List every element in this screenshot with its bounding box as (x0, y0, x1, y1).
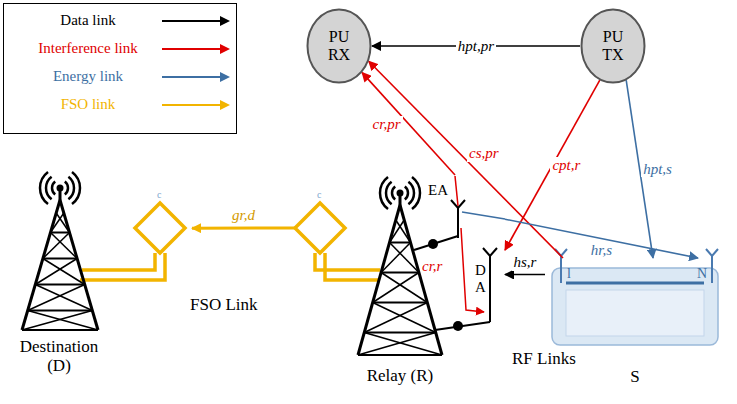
source-device (552, 249, 718, 345)
signal-arc (412, 177, 420, 209)
tower-stroke (22, 329, 98, 331)
link-line (369, 61, 563, 258)
tower-stroke (390, 220, 405, 243)
signal-arc (65, 182, 68, 195)
node-label: PU RX (322, 28, 356, 63)
link-label: hpt,pr (456, 38, 496, 55)
link-label: cpt,r (550, 157, 582, 174)
region-label: RF Links (512, 350, 576, 369)
link-line (505, 219, 698, 258)
signal-arc (68, 177, 74, 199)
tower-stroke (364, 332, 435, 334)
small-mark: c (157, 189, 161, 200)
tower-stroke (35, 284, 84, 286)
tower-stroke (56, 213, 69, 233)
node-label: PU TX (596, 28, 630, 63)
legend-swatch (162, 97, 232, 113)
tower-stroke (358, 354, 442, 356)
tower-stroke (51, 213, 64, 233)
signal-arc (72, 172, 80, 204)
tower-stroke (358, 333, 436, 356)
legend-text: Interference link (38, 40, 138, 57)
tower-group (22, 172, 442, 355)
relay-node: Relay (R) (295, 175, 505, 396)
link-label: hs,r (512, 254, 539, 271)
node-label: Destination (D) (13, 338, 105, 375)
link-label: cs,pr (467, 145, 501, 162)
tower-beacon (397, 190, 404, 197)
link-line (192, 227, 295, 230)
small-mark: c (317, 189, 321, 200)
energy-stub (462, 212, 505, 219)
tower-beacon (57, 185, 64, 192)
tower-stroke (22, 311, 92, 331)
signal-arc (408, 182, 414, 204)
signal-arc (405, 187, 408, 200)
link-line (505, 274, 545, 276)
link-line (505, 80, 600, 250)
link-label: hpt,s (641, 161, 674, 178)
junction-dot (453, 321, 463, 331)
tower-stroke (28, 285, 85, 311)
legend-text: FSO link (61, 96, 116, 113)
tower-stroke (364, 333, 442, 356)
signal-arc (46, 177, 52, 199)
legend-swatch (162, 41, 232, 57)
tower-stroke (51, 232, 70, 234)
destination-node: Destination (D) (5, 178, 192, 396)
antenna-index: N (697, 266, 707, 281)
link-label: gr,d (230, 207, 257, 224)
junction-dot (428, 239, 438, 249)
legend-text: Data link (60, 12, 115, 29)
link-line (362, 73, 455, 175)
tower-stroke (373, 303, 436, 333)
node-label: S (625, 368, 645, 387)
tower-stroke (28, 310, 93, 312)
tower-stroke (390, 242, 411, 244)
interference-stub (455, 176, 458, 206)
region-label: FSO Link (190, 296, 258, 315)
signal-arc (52, 182, 55, 195)
link-label: hr,s (589, 242, 614, 259)
signal-arc (40, 172, 48, 204)
relay-antennas (414, 200, 497, 330)
link-label: cr,pr (371, 116, 403, 133)
tower-stroke (28, 311, 98, 331)
link-label: cr,r (422, 258, 442, 275)
antenna-index: l (567, 266, 571, 281)
tower-stroke (373, 273, 419, 303)
fso-transceiver (80, 203, 380, 280)
tower-stroke (390, 243, 419, 273)
tower-stroke (35, 259, 77, 285)
tower-stroke (381, 272, 419, 274)
legend-swatch (162, 13, 232, 29)
tower-stroke (35, 285, 92, 311)
antenna-label: D A (475, 262, 486, 295)
tower-stroke (51, 233, 78, 259)
antenna-label: EA (428, 182, 448, 199)
tower-stroke (43, 233, 70, 259)
signal-arc (386, 182, 392, 204)
signal-arc (392, 187, 395, 200)
primary-receiver: PU RX (306, 8, 372, 84)
tower-stroke (43, 259, 85, 285)
tower-stroke (373, 302, 428, 304)
tower-stroke (396, 220, 411, 243)
tower-stroke (381, 243, 410, 273)
legend-swatch (162, 69, 232, 85)
node-label: Relay (R) (350, 367, 450, 386)
tower-stroke (43, 258, 77, 260)
signal-arc (380, 177, 388, 209)
primary-transmitter: PU TX (580, 8, 646, 84)
tower-stroke (364, 303, 427, 333)
tower-stroke (381, 273, 427, 303)
legend-text: Energy link (53, 68, 123, 85)
